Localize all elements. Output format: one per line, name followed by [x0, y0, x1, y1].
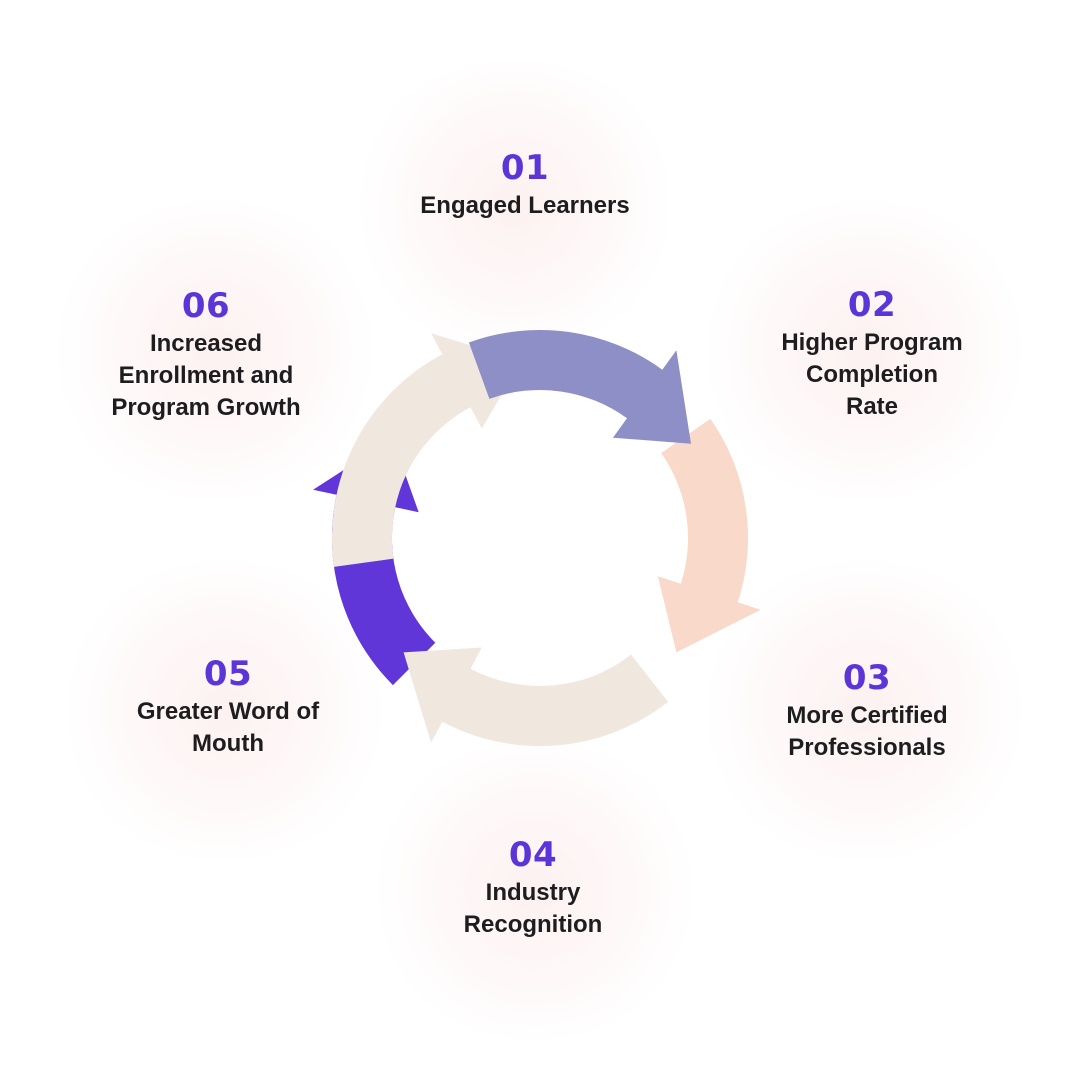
step-label: Greater Word of Mouth — [136, 698, 320, 757]
step-number: 06 — [181, 286, 231, 326]
step-06: 06 Increased Enrollment and Program Grow… — [111, 286, 300, 424]
step-number: 04 — [508, 835, 558, 875]
step-05: 05 Greater Word of Mouth — [137, 654, 319, 760]
step-label: Engaged Learners — [420, 192, 630, 219]
background-blob — [50, 200, 380, 500]
step-01: 01 Engaged Learners — [420, 148, 629, 222]
background-blob — [60, 560, 390, 860]
background-blob — [370, 740, 700, 1040]
background-blob — [350, 60, 680, 350]
step-number: 05 — [203, 654, 253, 694]
step-number: 01 — [500, 148, 550, 188]
arrow-segment-lavender — [468, 329, 691, 444]
arrow-segment-cream — [403, 647, 669, 747]
step-label: More Certified Professionals — [786, 702, 948, 761]
step-number: 02 — [847, 285, 897, 325]
background-blob — [700, 200, 1030, 500]
step-04: 04 Industry Recognition — [464, 835, 603, 941]
step-label: Industry Recognition — [463, 879, 603, 938]
arrow-segment-cream — [331, 333, 522, 567]
step-03: 03 More Certified Professionals — [786, 658, 947, 764]
step-label: Higher Program Completion Rate — [781, 329, 963, 420]
step-label: Increased Enrollment and Program Growth — [111, 330, 301, 421]
arrow-segment-peach — [657, 418, 761, 653]
step-number: 03 — [842, 658, 892, 698]
step-02: 02 Higher Program Completion Rate — [781, 285, 962, 423]
